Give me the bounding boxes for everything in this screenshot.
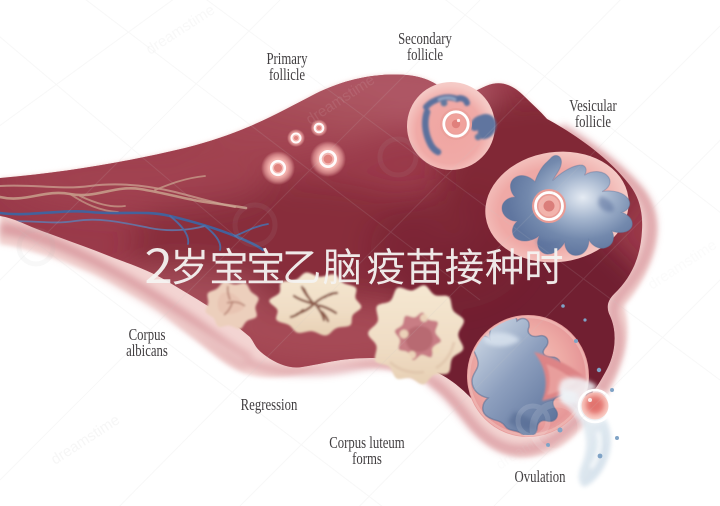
svg-text:dreamstime: dreamstime xyxy=(143,1,218,58)
svg-text:dreamstime: dreamstime xyxy=(645,236,720,293)
svg-text:dreamstime: dreamstime xyxy=(48,411,123,468)
